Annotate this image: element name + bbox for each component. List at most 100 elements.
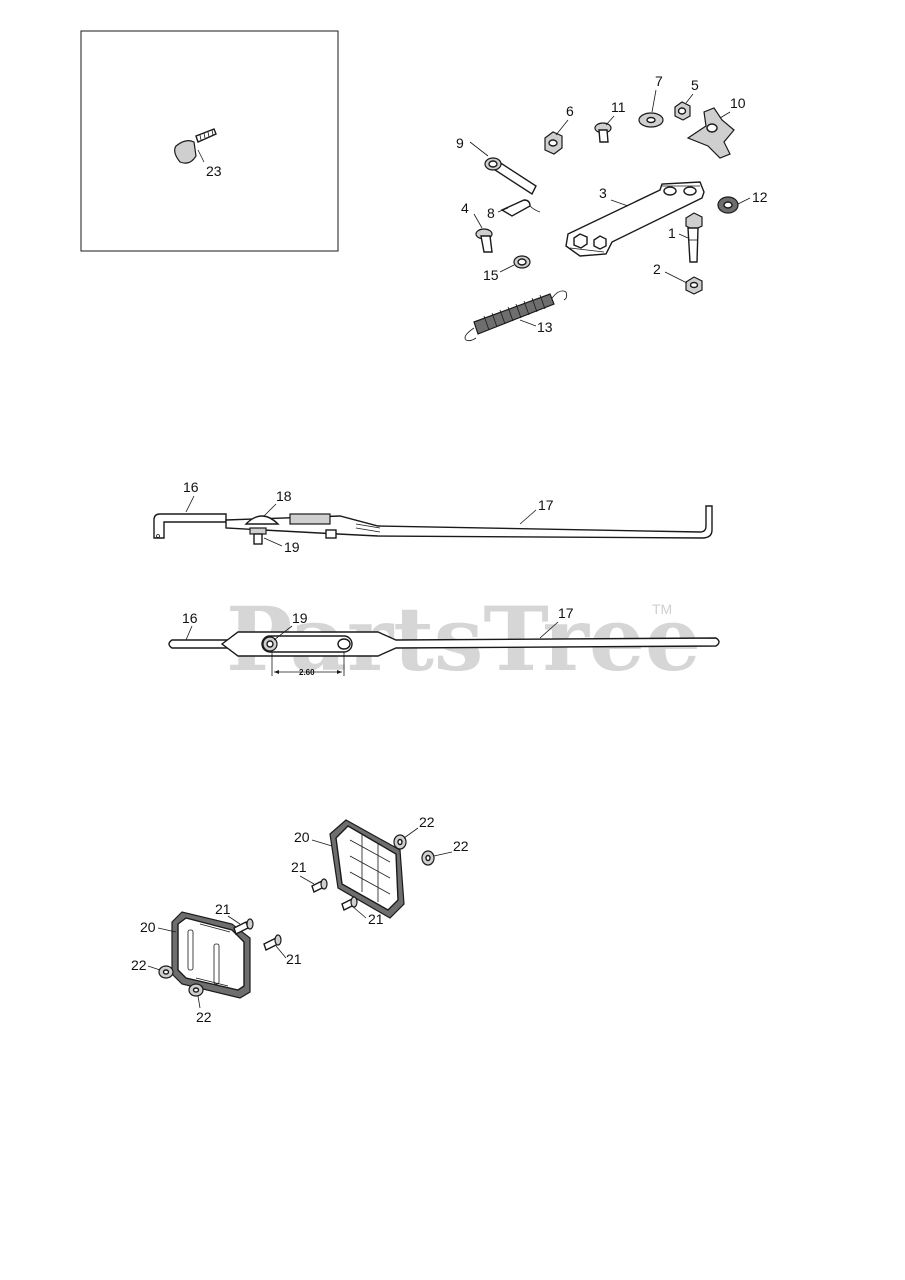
leader-9 xyxy=(469,141,489,157)
callout-7: 7 xyxy=(655,73,663,89)
part-17-rod-side[interactable] xyxy=(225,505,713,539)
part-1-bolt[interactable] xyxy=(685,212,703,263)
callout-6: 6 xyxy=(566,103,574,119)
part-5-nut[interactable] xyxy=(674,101,691,121)
callout-23: 23 xyxy=(206,163,222,179)
leader-11 xyxy=(605,115,615,126)
leader-21-upper-b xyxy=(351,905,367,919)
leader-19-top xyxy=(273,625,293,641)
part-16-rod-end-side[interactable] xyxy=(153,513,227,539)
part-15-spacer[interactable] xyxy=(513,255,531,269)
leader-4 xyxy=(473,213,483,229)
callout-21-lower-a: 21 xyxy=(215,901,231,917)
callout-21-upper-a: 21 xyxy=(291,859,307,875)
callout-15: 15 xyxy=(483,267,499,283)
part-8-clip[interactable] xyxy=(500,199,541,217)
watermark-trademark: TM xyxy=(652,601,672,617)
leader-20-upper xyxy=(311,839,333,847)
leader-13 xyxy=(519,319,537,327)
part-22-washer-lower-a[interactable] xyxy=(158,965,174,979)
leader-2 xyxy=(664,271,688,284)
part-12-cap[interactable] xyxy=(717,196,739,214)
part-22-washer-lower-b[interactable] xyxy=(188,983,204,997)
leader-22-upper-b xyxy=(433,851,453,857)
part-3-bracket[interactable] xyxy=(565,181,705,257)
part-23-knob[interactable] xyxy=(174,128,217,164)
leader-1 xyxy=(678,233,689,239)
leader-18 xyxy=(263,503,277,517)
callout-21-upper-b: 21 xyxy=(368,911,384,927)
dimension-line xyxy=(271,652,345,676)
callout-17-top: 17 xyxy=(558,605,574,621)
part-19-bolt-side[interactable] xyxy=(249,527,267,545)
leader-5 xyxy=(685,93,694,104)
leader-8 xyxy=(497,207,509,213)
callout-22-upper-a: 22 xyxy=(419,814,435,830)
part-21-bolt-lower-b[interactable] xyxy=(263,934,282,951)
part-16-rod-end-top[interactable] xyxy=(168,639,229,649)
callout-11: 11 xyxy=(611,99,626,115)
leader-23 xyxy=(197,149,205,163)
part-17-rod-top[interactable] xyxy=(220,631,720,657)
part-22-washer-upper-a[interactable] xyxy=(393,834,407,850)
part-9-pin[interactable] xyxy=(484,157,537,196)
leader-21-upper-a xyxy=(299,875,315,885)
callout-20-lower: 20 xyxy=(140,919,156,935)
callout-19-top: 19 xyxy=(292,610,308,626)
callout-2: 2 xyxy=(653,261,661,277)
callout-4: 4 xyxy=(461,200,469,216)
part-7-washer[interactable] xyxy=(638,112,664,128)
callout-22-lower-a: 22 xyxy=(131,957,147,973)
part-20-skid-shoe-upper[interactable] xyxy=(329,819,405,919)
callout-16-side: 16 xyxy=(183,479,199,495)
callout-3: 3 xyxy=(599,185,607,201)
callout-20-upper: 20 xyxy=(294,829,310,845)
part-13-spring[interactable] xyxy=(464,290,568,342)
callout-16-top: 16 xyxy=(182,610,198,626)
leader-22-lower-b xyxy=(197,995,201,1009)
leader-17-side xyxy=(519,509,537,525)
leader-21-lower-b xyxy=(275,945,287,959)
part-21-bolt-upper-a[interactable] xyxy=(311,878,328,893)
leader-3 xyxy=(610,199,629,207)
part-18-bracket-side[interactable] xyxy=(244,513,331,525)
callout-9: 9 xyxy=(456,135,464,151)
callout-12: 12 xyxy=(752,189,768,205)
part-21-bolt-upper-b[interactable] xyxy=(341,896,358,911)
leader-22-lower-a xyxy=(147,965,161,971)
part-20-skid-shoe-lower[interactable] xyxy=(171,911,251,999)
part-22-washer-upper-b[interactable] xyxy=(421,850,435,866)
part-6-nut[interactable] xyxy=(544,131,563,155)
leader-17-top xyxy=(539,621,559,639)
leader-10 xyxy=(719,111,731,119)
callout-18: 18 xyxy=(276,488,292,504)
leader-21-lower-a xyxy=(227,915,241,925)
leader-16-side xyxy=(185,495,195,513)
callout-13: 13 xyxy=(537,319,553,335)
dimension-value: 2.60 xyxy=(299,668,315,677)
leader-22-upper-a xyxy=(403,827,419,839)
part-21-bolt-lower-a[interactable] xyxy=(233,918,254,935)
part-4-bolt[interactable] xyxy=(475,228,493,253)
callout-1: 1 xyxy=(668,225,676,241)
leader-7 xyxy=(651,89,657,113)
callout-8: 8 xyxy=(487,205,495,221)
callout-19-side: 19 xyxy=(284,539,300,555)
leader-20-lower xyxy=(157,927,177,933)
callout-17-side: 17 xyxy=(538,497,554,513)
leader-16-top xyxy=(185,625,193,641)
leader-6 xyxy=(555,119,569,136)
callout-5: 5 xyxy=(691,77,699,93)
leader-15 xyxy=(499,264,515,273)
part-11-bolt[interactable] xyxy=(594,122,612,143)
callout-10: 10 xyxy=(730,95,746,111)
callout-22-upper-b: 22 xyxy=(453,838,469,854)
part-2-nut[interactable] xyxy=(685,276,703,295)
callout-21-lower-b: 21 xyxy=(286,951,302,967)
callout-22-lower-b: 22 xyxy=(196,1009,212,1025)
part-10-knob[interactable] xyxy=(686,107,735,159)
leader-19-side xyxy=(263,537,283,547)
leader-12 xyxy=(737,197,751,205)
inset-frame xyxy=(80,30,339,252)
